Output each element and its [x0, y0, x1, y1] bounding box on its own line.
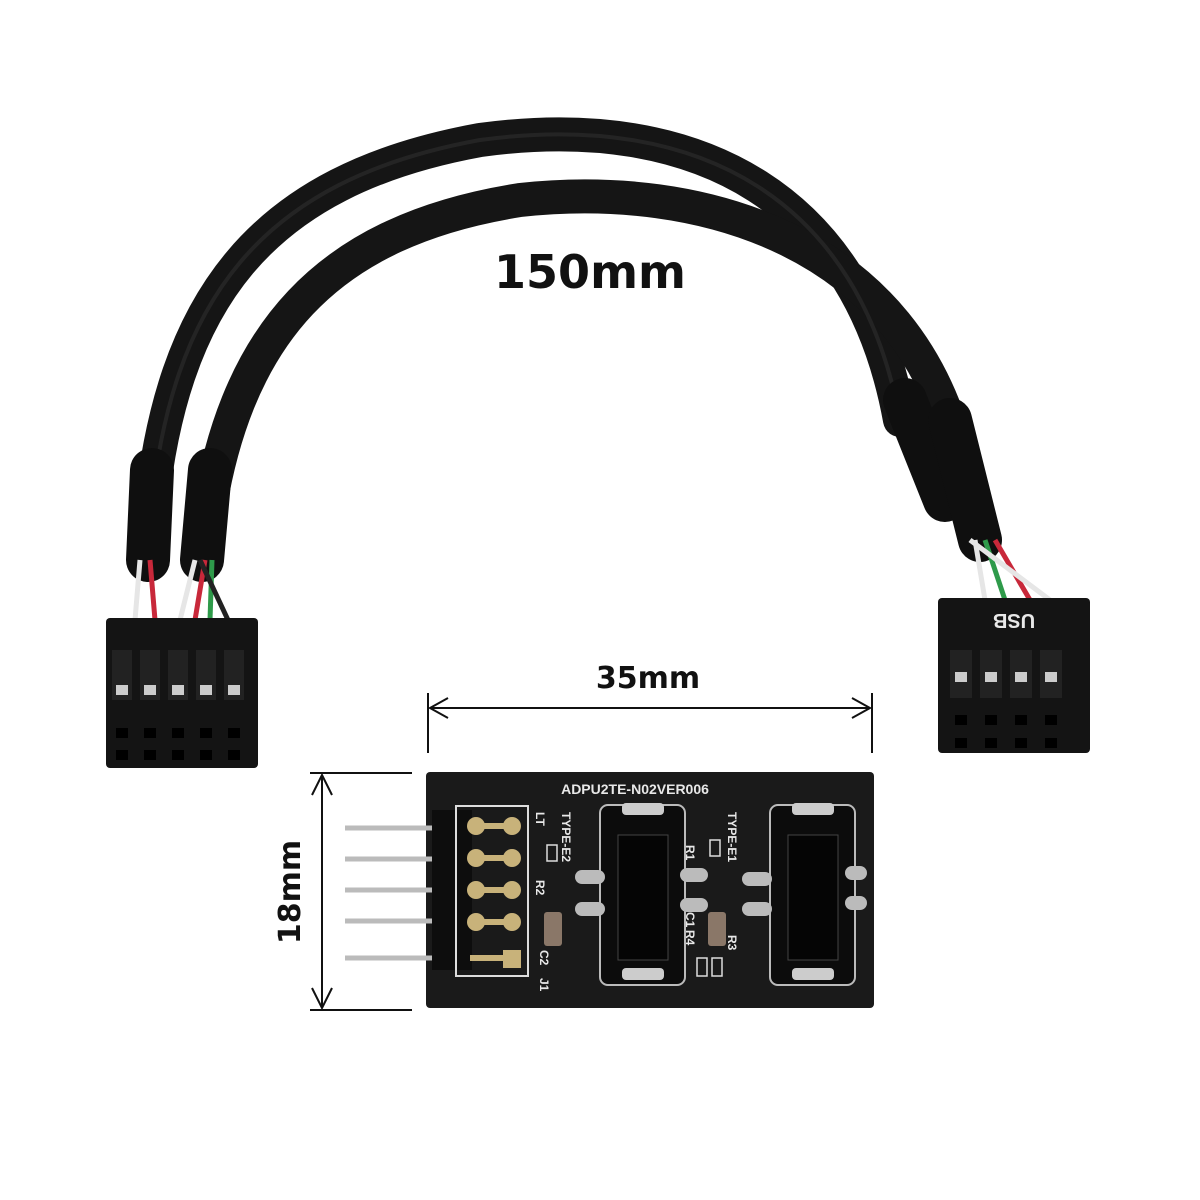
header-connector-left [106, 618, 258, 768]
height-dimension [310, 772, 412, 1011]
silk-type-e2: TYPE-E2 [559, 812, 573, 862]
wires-right [968, 538, 1052, 602]
usb-label: USB [993, 609, 1035, 631]
silk-c2: C2 [537, 950, 551, 966]
silk-r4: R4 [683, 930, 697, 946]
cable-length-label: 150mm [494, 245, 686, 299]
board-width-label: 35mm [596, 661, 700, 696]
silk-j1: J1 [537, 978, 551, 992]
capacitor-c2 [544, 912, 562, 946]
board-height-label: 18mm [273, 840, 308, 944]
silk-r3: R3 [725, 935, 739, 951]
type-e-connector-2 [575, 803, 708, 986]
type-e-connector-1 [742, 803, 867, 986]
pin-header [345, 825, 432, 961]
adapter-board: ADPU2TE-N02VER006 LT TYPE-E2 R2 C2 J1 R1… [345, 772, 874, 1008]
part-code: ADPU2TE-N02VER006 [561, 781, 709, 797]
header-connector-right: USB [938, 598, 1090, 753]
width-dimension [427, 693, 873, 753]
silk-lt: LT [533, 812, 547, 826]
silk-r2: R2 [533, 880, 547, 896]
wires-left [132, 558, 231, 622]
capacitor-c1 [708, 912, 726, 946]
cable-bundle [126, 117, 1002, 582]
silk-r1: R1 [683, 845, 697, 861]
silk-type-e1: TYPE-E1 [725, 812, 739, 862]
silk-c1: C1 [683, 912, 697, 928]
